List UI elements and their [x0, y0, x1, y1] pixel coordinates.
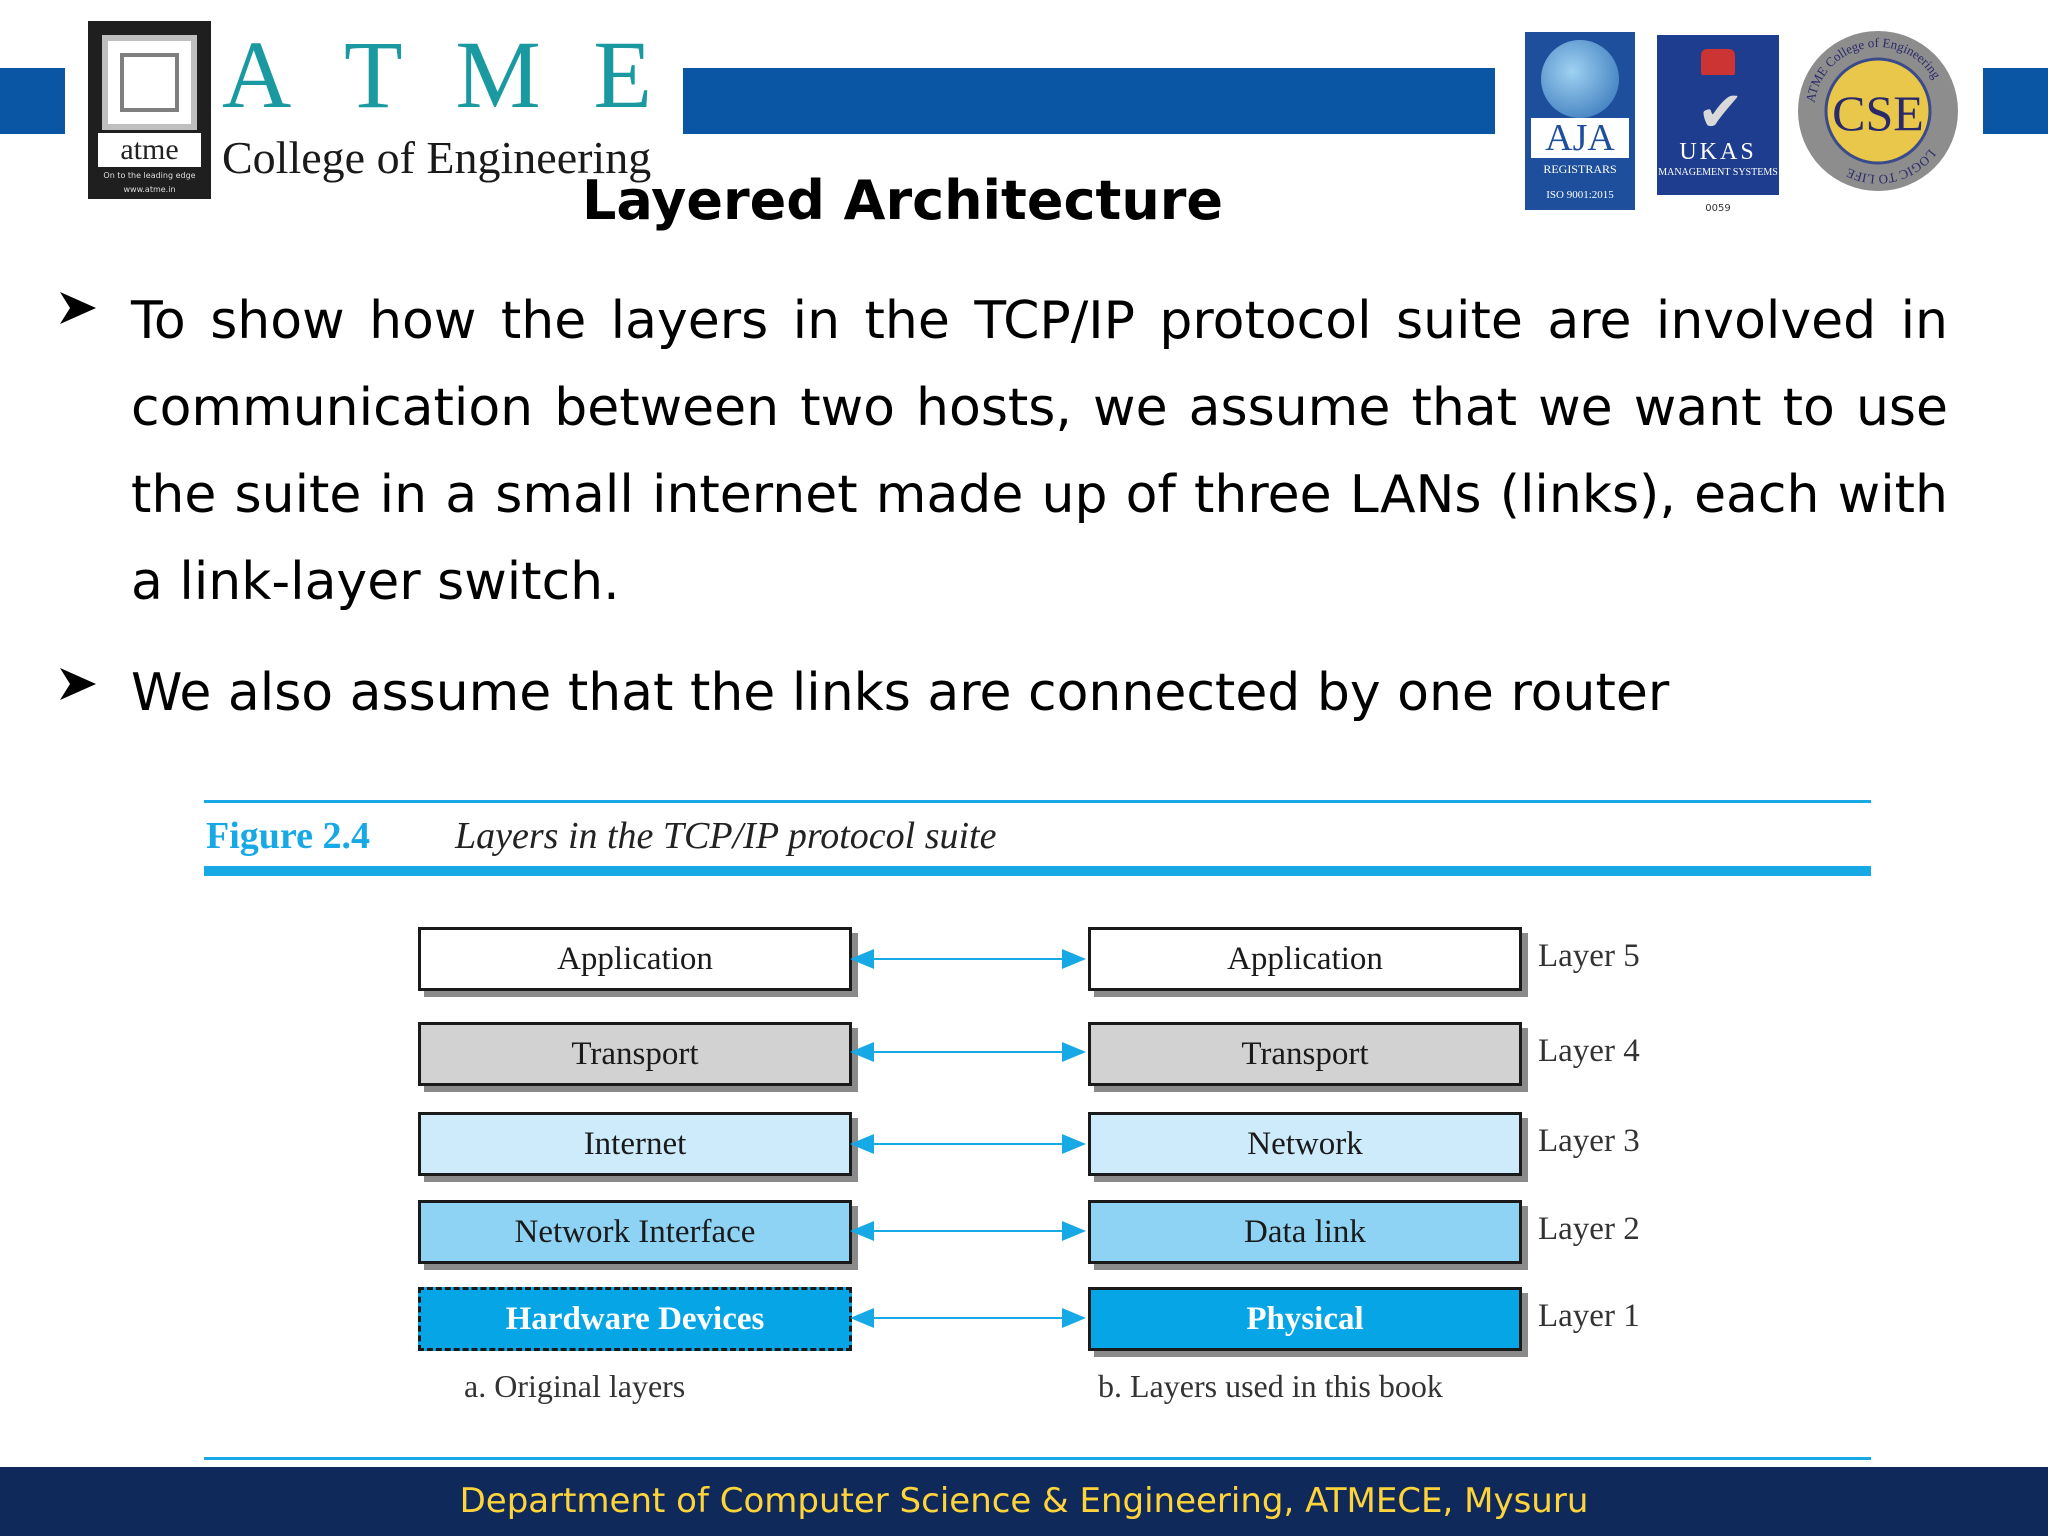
layer-label: Layer 4	[1538, 1033, 1640, 1069]
crown-icon	[1701, 49, 1735, 75]
figure-rule-bottom	[204, 1457, 1871, 1460]
original-layer-box: Network Interface	[418, 1200, 852, 1264]
figure-caption: Layers in the TCP/IP protocol suite	[455, 815, 997, 857]
book-layer-box: Network	[1088, 1112, 1522, 1176]
header-band-right	[1983, 68, 2048, 134]
logo-frame-icon	[102, 35, 197, 130]
brand-letters: A T M E	[222, 20, 652, 130]
original-layer-box: Hardware Devices	[418, 1287, 852, 1351]
original-layer-box: Internet	[418, 1112, 852, 1176]
book-layer-box: Physical	[1088, 1287, 1522, 1351]
arrow-bullet-icon	[60, 292, 96, 324]
globe-icon	[1541, 40, 1619, 118]
atme-logo: atme On to the leading edge www.atme.in	[88, 21, 211, 199]
layer-label: Layer 2	[1538, 1211, 1640, 1247]
aja-certification-logo: AJA REGISTRARS ISO 9001:2015	[1525, 32, 1635, 210]
aja-name: AJA	[1531, 118, 1629, 158]
layer-label: Layer 5	[1538, 938, 1640, 974]
slide-title: Layered Architecture	[581, 169, 1224, 232]
logo-tagline: On to the leading edge	[103, 171, 196, 180]
header-band-middle	[683, 68, 1495, 134]
bullet-text: To show how the layers in the TCP/IP pro…	[131, 291, 1948, 612]
ukas-number: 0059	[1705, 203, 1731, 214]
original-layer-box: Application	[418, 927, 852, 991]
cse-department-logo: ATME College of Engineering LOGIC TO LIF…	[1798, 31, 1958, 191]
checkmark-icon: ✔	[1697, 80, 1744, 145]
ukas-name: UKAS	[1679, 139, 1757, 165]
cse-name: CSE	[1832, 85, 1924, 141]
footer-bar: Department of Computer Science & Enginee…	[0, 1467, 2048, 1536]
book-layer-box: Application	[1088, 927, 1522, 991]
book-layers-caption: b. Layers used in this book	[1098, 1368, 1443, 1404]
original-layers-caption: a. Original layers	[464, 1368, 686, 1404]
arrow-bullet-icon	[60, 668, 96, 700]
ukas-certification-logo: ✔ UKAS MANAGEMENT SYSTEMS	[1657, 35, 1779, 195]
brand-letter: E	[593, 21, 652, 128]
layer-label: Layer 3	[1538, 1123, 1640, 1159]
logo-word: atme	[98, 133, 201, 167]
book-layer-box: Data link	[1088, 1200, 1522, 1264]
book-layer-box: Transport	[1088, 1022, 1522, 1086]
bullet-text: We also assume that the links are connec…	[131, 663, 1670, 723]
figure-rule-top	[204, 800, 1871, 803]
aja-iso: ISO 9001:2015	[1546, 189, 1614, 201]
original-layer-box: Transport	[418, 1022, 852, 1086]
header-band-left	[0, 68, 65, 134]
footer-text: Department of Computer Science & Enginee…	[459, 1481, 1589, 1521]
ukas-subtitle: MANAGEMENT SYSTEMS	[1658, 167, 1778, 178]
brand-letter: T	[344, 21, 403, 128]
college-name: College of Engineering	[222, 132, 652, 183]
aja-registrars: REGISTRARS	[1543, 162, 1617, 176]
figure-number: Figure 2.4	[206, 815, 370, 857]
brand-letter: A	[222, 21, 292, 128]
layer-label: Layer 1	[1538, 1298, 1640, 1334]
logo-url: www.atme.in	[123, 185, 176, 194]
brand-letter: M	[455, 21, 541, 128]
figure-rule-thick	[204, 866, 1871, 876]
